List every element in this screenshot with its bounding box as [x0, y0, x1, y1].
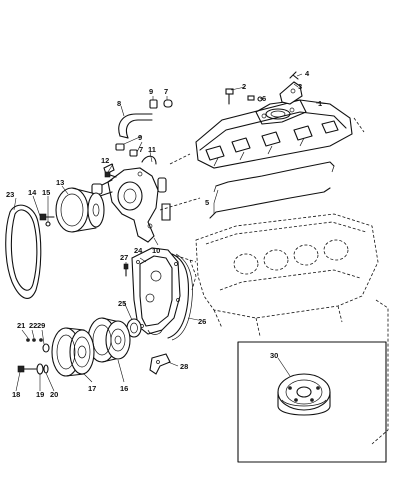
balancer-hardware: [17, 338, 50, 375]
engine-block: [189, 213, 389, 445]
callout-14: 14: [28, 188, 37, 197]
callout-27: 27: [120, 253, 128, 262]
callout-10: 10: [152, 246, 160, 255]
bypass-hose: [115, 99, 173, 157]
callout-6: 6: [262, 94, 266, 103]
callout-18: 18: [12, 390, 20, 399]
callout-4: 4: [305, 69, 310, 78]
callout-8: 8: [117, 99, 121, 108]
manifold-gaskets: [209, 161, 335, 219]
alignment-line: [159, 197, 201, 211]
callout-19: 19: [36, 390, 44, 399]
callout-1: 1: [318, 99, 322, 108]
timing-cover-gasket-inner: [171, 253, 193, 341]
drive-belt: [5, 204, 42, 299]
timing-cover-gasket: [167, 253, 190, 339]
callout-7: 7: [164, 87, 168, 96]
intake-manifold: [195, 99, 365, 169]
callout-16: 16: [120, 384, 128, 393]
callout-29: 29: [37, 321, 45, 330]
pulley-bolts: [39, 213, 55, 227]
callout-3: 3: [298, 82, 302, 91]
callout-28: 28: [180, 362, 188, 371]
callout-26: 26: [198, 317, 206, 326]
callout-22: 22: [29, 321, 37, 330]
water-pump-pulley: [55, 187, 105, 233]
callout-2: 2: [242, 82, 246, 91]
callout-20: 20: [50, 390, 58, 399]
leader-lines: [13, 73, 331, 392]
callout-labels: 1 2 3 4 5 6 7 7 8 9 9 10 11 12 13 14 15 …: [6, 69, 322, 399]
callout-5: 5: [205, 198, 209, 207]
water-pump: [91, 155, 171, 243]
callout-13: 13: [56, 178, 64, 187]
cover-bolt: [123, 263, 129, 277]
pump-bolt: [104, 171, 117, 178]
callout-11: 11: [148, 145, 156, 154]
callout-7b: 7: [139, 145, 143, 154]
callout-24: 24: [134, 246, 143, 255]
inset-detail-box: [237, 341, 387, 463]
callout-25: 25: [118, 299, 126, 308]
callout-23: 23: [6, 190, 14, 199]
callout-30: 30: [270, 351, 278, 360]
alignment-line: [169, 153, 191, 165]
callout-17: 17: [88, 384, 96, 393]
manifold-hardware: [225, 71, 303, 105]
callout-9b: 9: [138, 133, 142, 142]
callout-9: 9: [149, 87, 153, 96]
callout-21: 21: [17, 321, 25, 330]
harmonic-balancer: [51, 327, 95, 377]
callout-15: 15: [42, 188, 50, 197]
crankshaft-pulley: [87, 317, 131, 363]
callout-12: 12: [101, 156, 109, 165]
timing-cover: [131, 247, 181, 335]
timing-pointer: [149, 353, 171, 375]
